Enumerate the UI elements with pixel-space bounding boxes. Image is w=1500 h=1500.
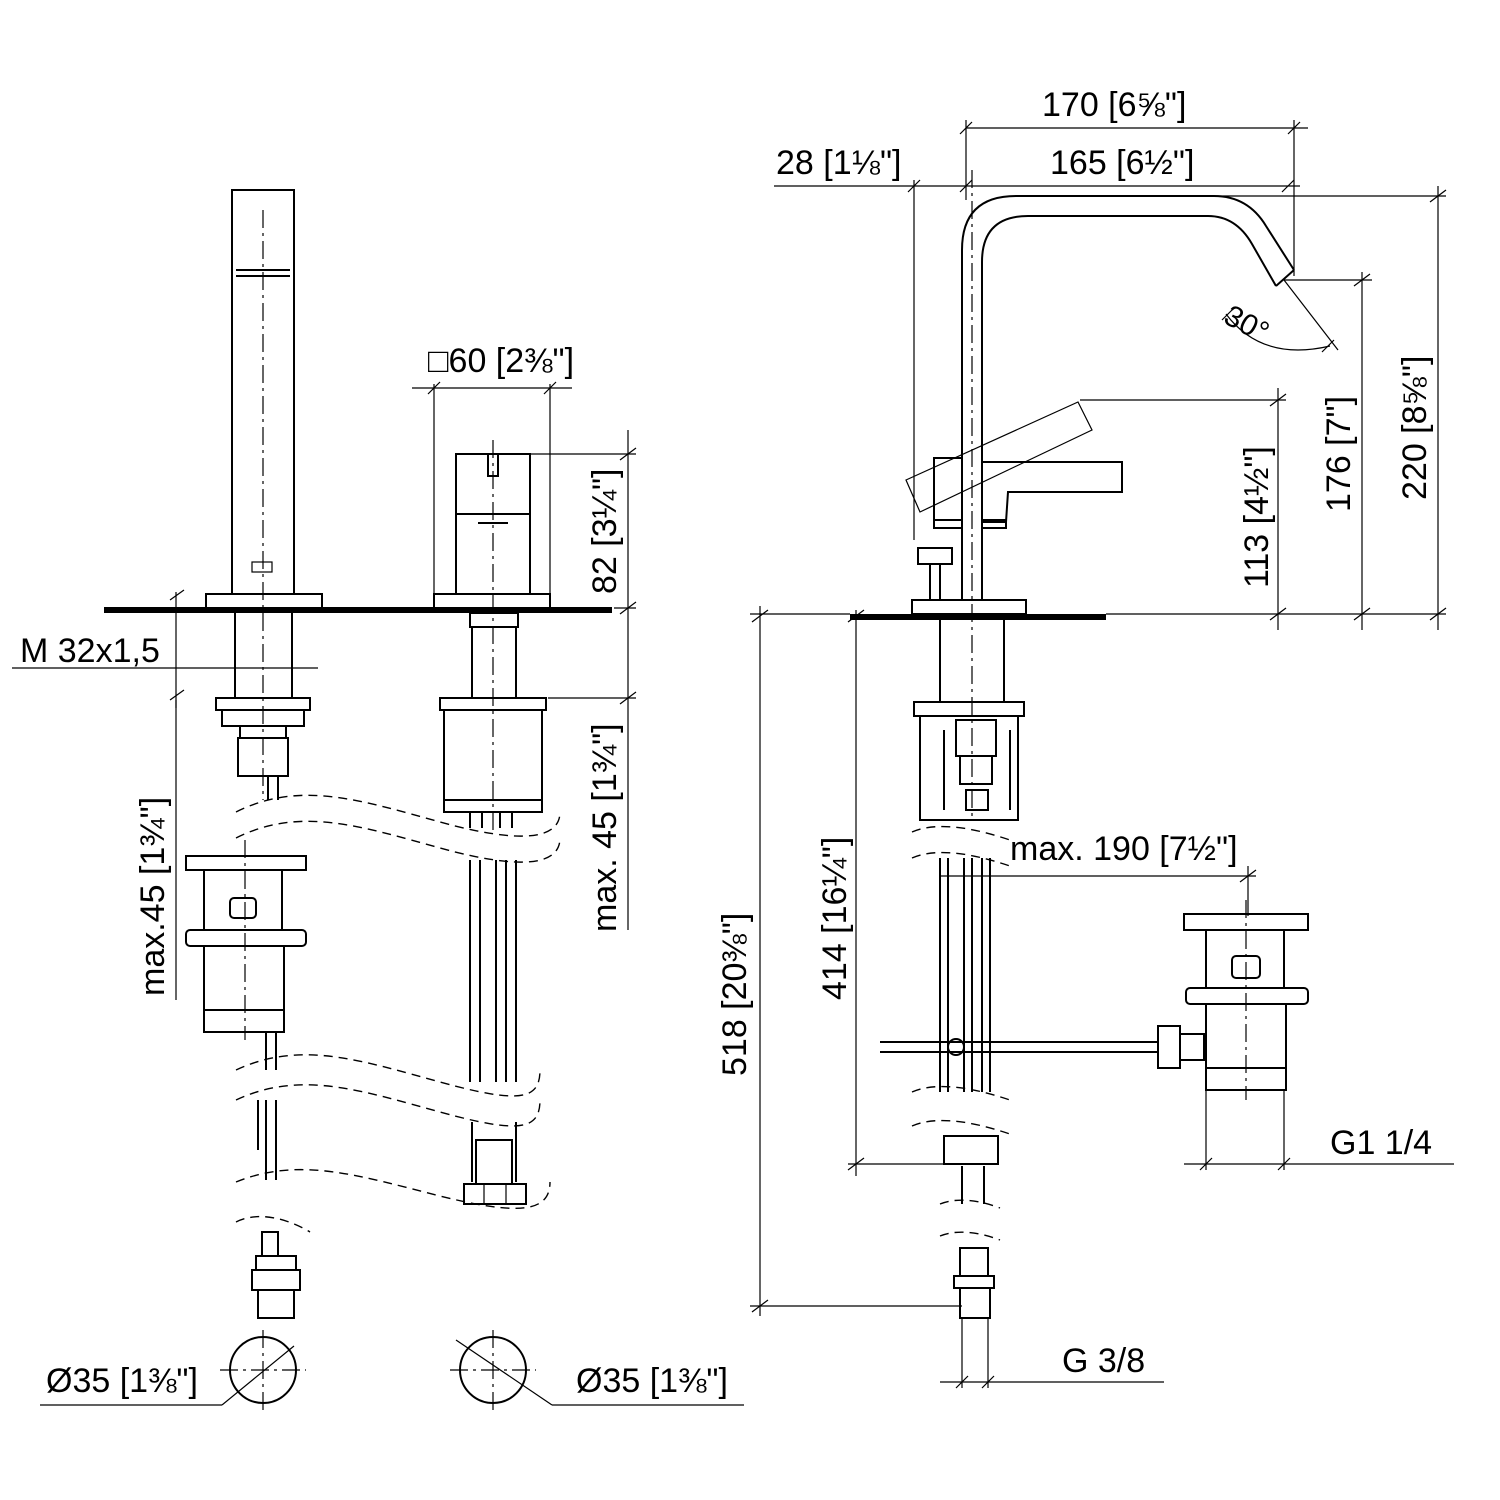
- label-max45-left: max.45 [1¾"]: [134, 797, 172, 996]
- labels: M 32x1,5 □60 [2⅜"] 82 [3¼"] max. 45 [1¾"…: [20, 86, 1434, 1400]
- spout-body: [205, 189, 323, 800]
- label-thread: M 32x1,5: [20, 632, 160, 670]
- front-view: [12, 189, 744, 1410]
- label-supply-thread: G 3/8: [1062, 1342, 1145, 1380]
- spout-shank: [215, 613, 311, 800]
- label-diameter-left: Ø35 [1⅜"]: [46, 1362, 198, 1400]
- label-angle: 30°: [1219, 299, 1275, 349]
- label-waste-thread: G1 1/4: [1330, 1124, 1432, 1162]
- dims-left: [12, 381, 744, 1406]
- label-max45-right: max. 45 [1¾"]: [586, 723, 624, 932]
- label-height-220: 220 [8⅝"]: [1396, 356, 1434, 500]
- label-height-176: 176 [7"]: [1320, 396, 1358, 512]
- deck-plate-left: [104, 607, 612, 613]
- dims-right: [750, 120, 1454, 1389]
- label-offset: 28 [1⅛"]: [776, 144, 902, 182]
- handle-cartridge: [439, 612, 547, 828]
- label-width-spout: 165 [6½"]: [1050, 144, 1194, 182]
- lever: [905, 401, 1123, 601]
- label-height-113: 113 [4½"]: [1238, 446, 1276, 588]
- label-height-414: 414 [16¼"]: [816, 837, 854, 1000]
- side-view: [750, 120, 1454, 1389]
- label-max190: max. 190 [7½"]: [1010, 830, 1238, 868]
- handle-pipes: [463, 860, 527, 1205]
- waste-left: [185, 840, 307, 1180]
- pull-rod: [880, 1025, 1205, 1069]
- handle-body: [433, 440, 551, 830]
- label-height-handle: 82 [3¼"]: [586, 469, 624, 595]
- connector-left: [251, 1231, 301, 1319]
- connector-right: [953, 1247, 995, 1319]
- side-pipes: [939, 858, 999, 1204]
- hole-circles: [220, 1330, 553, 1410]
- break-lines-left: [235, 794, 561, 1233]
- label-height-518: 518 [20⅜"]: [716, 913, 754, 1076]
- waste-right: [1183, 900, 1309, 1100]
- label-width-lever: 170 [6⅝"]: [1042, 86, 1186, 124]
- label-handle-size: □60 [2⅜"]: [428, 342, 574, 380]
- deck-plate-right: [850, 614, 1106, 620]
- spout-arm: [911, 170, 1295, 820]
- label-diameter-right: Ø35 [1⅜"]: [576, 1362, 728, 1400]
- break-lines-right: [911, 825, 1011, 1241]
- body-below-deck: [913, 620, 1025, 821]
